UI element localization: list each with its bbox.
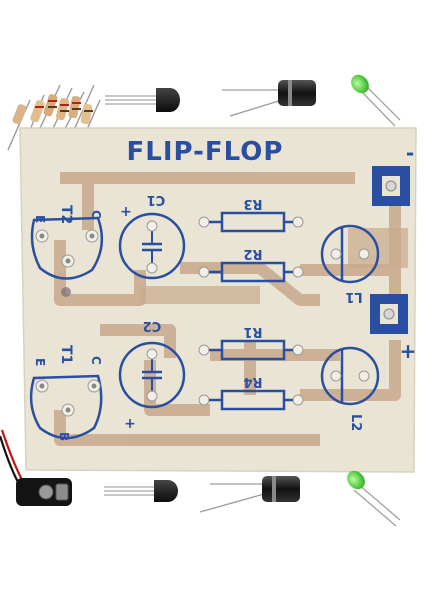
led-l1-footprint bbox=[320, 224, 380, 284]
r4-label: R4 bbox=[243, 374, 262, 389]
t2-emitter-label: E bbox=[33, 215, 47, 223]
c1-label: C1 bbox=[147, 192, 166, 207]
t2-label: T2 bbox=[58, 205, 74, 224]
transistor-icon bbox=[104, 480, 178, 502]
resistor-r4-footprint bbox=[198, 389, 304, 411]
green-led-icon bbox=[351, 74, 401, 127]
resistor-r3-footprint bbox=[198, 211, 304, 233]
t1-base-label: B bbox=[57, 432, 71, 441]
t2-collector-label: C bbox=[89, 210, 103, 219]
minus-terminal-label: - bbox=[406, 141, 414, 165]
trace-pad bbox=[140, 286, 260, 304]
transistor-t1-footprint bbox=[29, 374, 103, 440]
t1-collector-label: C bbox=[89, 356, 103, 365]
r3-label: R3 bbox=[243, 196, 262, 211]
transistor-icon bbox=[105, 88, 180, 112]
t1-label: T1 bbox=[58, 345, 74, 364]
resistor-r2-footprint bbox=[198, 261, 304, 283]
r2-label: R2 bbox=[243, 246, 262, 261]
electrolytic-capacitor-icon bbox=[222, 80, 316, 117]
battery-clip-icon bbox=[0, 429, 72, 506]
plus-terminal-label: + bbox=[400, 339, 417, 363]
t1-emitter-label: E bbox=[33, 358, 47, 366]
capacitor-c1-footprint bbox=[118, 212, 186, 280]
pcb-board: FLIP-FLOP - + T2 E C C1 bbox=[19, 127, 417, 473]
resistor-r1-footprint bbox=[198, 339, 304, 361]
c2-label: C2 bbox=[143, 318, 162, 333]
r1-label: R1 bbox=[243, 324, 262, 339]
capacitor-c2-footprint bbox=[118, 341, 186, 409]
l1-label: L1 bbox=[345, 289, 362, 304]
c1-polarity: + bbox=[120, 204, 132, 220]
c2-polarity: + bbox=[124, 416, 136, 432]
l2-label: L2 bbox=[348, 414, 363, 431]
transistor-t2-footprint bbox=[30, 216, 104, 297]
green-led-icon bbox=[347, 470, 401, 527]
led-l2-footprint bbox=[320, 346, 380, 406]
board-title: FLIP-FLOP bbox=[127, 137, 284, 167]
electrolytic-capacitor-icon bbox=[199, 476, 300, 513]
